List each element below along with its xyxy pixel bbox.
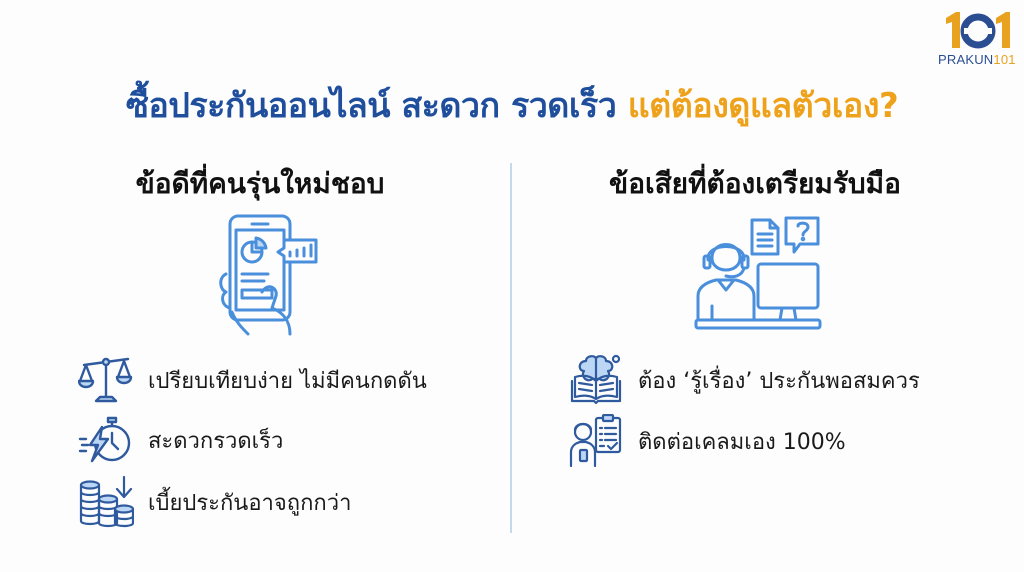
person-clipboard-icon [569, 414, 622, 468]
cons-item-label: ติดต่อเคลมเอง 100% [638, 429, 846, 455]
pros-item-cheaper: เบี้ยประกันอาจถูกกว่า [78, 475, 351, 529]
pros-item-label: เบี้ยประกันอาจถูกกว่า [148, 490, 352, 516]
pros-item-label: สะดวกรวดเร็ว [148, 428, 284, 454]
coins-down-icon [79, 475, 134, 528]
scale-icon [78, 357, 133, 403]
pros-item-fast: สะดวกรวดเร็ว [78, 413, 283, 467]
logo-text: PRAKUN101 [938, 52, 1016, 67]
title-blue-part: ซื้อประกันออนไลน์ สะดวก รวดเร็ว [125, 86, 628, 126]
pros-heading: ข้อดีที่คนรุ่นใหม่ชอบ [135, 167, 385, 200]
logo-101-icon [946, 12, 1010, 49]
cons-heading: ข้อเสียที่ต้องเตรียมรับมือ [609, 167, 901, 200]
title-orange-part: แต่ต้องดูแลตัวเอง? [627, 86, 899, 126]
support-agent-computer-icon [694, 216, 822, 330]
cons-item-knowledge: ต้อง ‘รู้เรื่อง’ ประกันพอสมควร [568, 353, 920, 407]
stopwatch-lightning-icon [78, 416, 131, 463]
page-title: ซื้อประกันออนไลน์ สะดวก รวดเร็ว แต่ต้องด… [0, 78, 1024, 132]
brain-book-icon [570, 354, 622, 405]
pros-item-compare: เปรียบเทียบง่าย ไม่มีคนกดดัน [78, 353, 427, 407]
column-divider [510, 163, 512, 533]
pros-item-label: เปรียบเทียบง่าย ไม่มีคนกดดัน [148, 368, 427, 394]
phone-chart-icon [219, 214, 318, 336]
cons-item-label: ต้อง ‘รู้เรื่อง’ ประกันพอสมควร [638, 368, 920, 394]
cons-item-claim: ติดต่อเคลมเอง 100% [568, 414, 846, 468]
prakun101-logo: PRAKUN101 [938, 8, 1016, 70]
